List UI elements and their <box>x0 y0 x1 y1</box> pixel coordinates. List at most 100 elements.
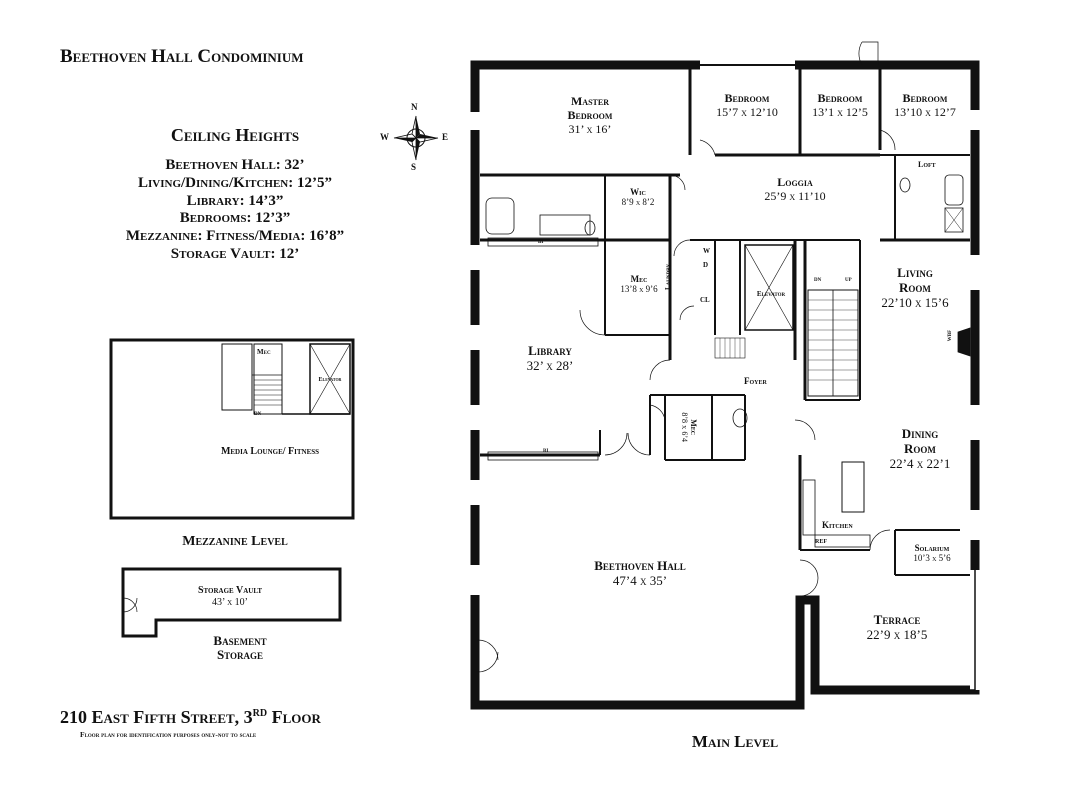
compass-star-icon <box>393 115 439 161</box>
compass-s: S <box>411 162 417 172</box>
room-library: Library 32’ x 28’ <box>500 343 600 374</box>
elevator-label: Elevator <box>756 290 786 298</box>
room-dims: 15’7 x 12’10 <box>716 104 778 119</box>
storage-vault-dims: 43’ x 10’ <box>212 596 248 608</box>
room-name: Dining <box>901 426 939 441</box>
room-dims: 13’1 x 12’5 <box>812 104 868 119</box>
room-name: Terrace <box>873 612 921 627</box>
foyer-label: Foyer <box>744 376 767 386</box>
ceiling-item: Library: 14’3” <box>186 192 284 209</box>
mezzanine-outline <box>109 338 355 520</box>
refrigerator-label: REF <box>815 539 827 545</box>
wbf-label: WBF <box>948 329 954 342</box>
room-dims: 8’9 x 8’2 <box>621 197 655 208</box>
storage-vault-outline <box>121 567 342 638</box>
room-wic: Wic 8’9 x 8’2 <box>607 187 669 208</box>
storage-vault-label: Storage Vault 43’ x 10’ <box>160 585 300 608</box>
ceiling-item: Living/Dining/Kitchen: 12’5” <box>138 174 332 191</box>
kitchen-island <box>841 461 865 513</box>
ceiling-item: Storage Vault: 12’ <box>170 245 300 262</box>
address-text: 210 East Fifth Street, 3 <box>60 707 253 727</box>
basement-storage-label: Basement Storage <box>185 634 295 661</box>
room-dims: 22’9 x 18’5 <box>866 626 928 642</box>
compass-w: W <box>380 132 389 142</box>
laundry-label: Laundry <box>664 263 672 290</box>
closet-label: CL <box>700 296 710 304</box>
room-master-bedroom: Master Bedroom 31’ x 16’ <box>540 94 640 136</box>
room-dining: Dining Room 22’4 x 22’1 <box>865 426 975 472</box>
room-name: Beethoven Hall <box>594 558 686 573</box>
room-bedroom-3: Bedroom 13’10 x 12’7 <box>880 91 970 120</box>
room-name: Wic <box>630 187 646 197</box>
room-name: Master <box>570 94 609 108</box>
main-level-outer-wall <box>470 60 980 710</box>
room-name: Bedroom <box>724 91 770 105</box>
built-in-label: BI <box>538 240 544 245</box>
page-title: Beethoven Hall Condominium <box>60 46 304 67</box>
dryer-label: D <box>703 261 709 269</box>
built-in-label: BI <box>543 449 549 454</box>
room-dims: 22’10 x 15’6 <box>881 294 949 310</box>
storage-vault-name: Storage Vault <box>197 585 263 596</box>
mezzanine-elevator-label: Elevator <box>318 377 342 383</box>
address: 210 East Fifth Street, 3RD Floor <box>60 708 420 727</box>
elevator-shaft <box>744 244 794 331</box>
mezzanine-dn-label: DN <box>254 412 262 417</box>
room-name: Solarium <box>914 543 950 553</box>
ceiling-heights-list: Beethoven Hall: 32’ Living/Dining/Kitche… <box>85 157 385 265</box>
room-name: Bedroom <box>567 107 613 122</box>
room-dims: 10’3 x 5’6 <box>913 553 951 564</box>
room-dims: 47’4 x 35’ <box>612 572 668 588</box>
stairs-up-label: UP <box>845 278 852 283</box>
room-living: Living Room 22’10 x 15’6 <box>860 265 970 311</box>
washer-label: W <box>703 247 710 255</box>
room-beethoven-hall: Beethoven Hall 47’4 x 35’ <box>560 558 720 589</box>
disclaimer: Floor plan for identification purposes o… <box>80 730 257 739</box>
mezzanine-mec-label: Mec <box>257 348 271 356</box>
room-name: Room <box>904 440 936 456</box>
basement-label-line2: Storage <box>216 646 264 662</box>
room-name: Bedroom <box>817 91 863 105</box>
room-dims: 8’8 x 6’4 <box>680 412 689 443</box>
room-bedroom-2: Bedroom 13’1 x 12’5 <box>800 91 880 120</box>
room-dims: 22’4 x 22’1 <box>889 455 951 471</box>
address-end: Floor <box>267 707 321 727</box>
compass-rose-icon: N S E W <box>380 102 452 174</box>
ceiling-heights-heading: Ceiling Heights <box>170 125 300 145</box>
room-name: Room <box>899 279 931 295</box>
room-loggia: Loggia 25’9 x 11’10 <box>745 175 845 204</box>
room-dims: 13’10 x 12’7 <box>894 104 956 119</box>
loft-label: Loft <box>918 160 936 169</box>
room-dims: 31’ x 16’ <box>568 121 612 136</box>
mezzanine-level-label: Mezzanine Level <box>182 534 288 549</box>
stairs-dn-label: DN <box>814 278 822 283</box>
room-mec-1: Mec 13’8 x 9’6 <box>608 274 670 295</box>
room-name: Mec <box>689 419 699 436</box>
room-bedroom-1: Bedroom 15’7 x 12’10 <box>697 91 797 120</box>
room-name: Loggia <box>777 175 813 189</box>
room-dims: 32’ x 28’ <box>526 357 574 373</box>
compass-n: N <box>411 102 418 112</box>
room-name: Living <box>897 265 933 280</box>
room-name: Library <box>528 343 572 358</box>
room-terrace: Terrace 22’9 x 18’5 <box>842 612 952 643</box>
room-dims: 13’8 x 9’6 <box>620 284 658 295</box>
address-sup: RD <box>252 708 268 719</box>
media-lounge-label: Media Lounge/ Fitness <box>220 446 320 457</box>
compass-e: E <box>442 132 449 142</box>
ceiling-item: Bedrooms: 12’3” <box>179 210 291 227</box>
room-name: Bedroom <box>902 91 948 105</box>
ceiling-item: Mezzanine: Fitness/Media: 16’8” <box>125 228 345 244</box>
room-name: Mec <box>630 274 648 284</box>
fireplace <box>957 327 971 357</box>
bathtub <box>485 197 515 235</box>
kitchen-label: Kitchen <box>822 520 853 530</box>
room-mec-2: Mec 8’8 x 6’4 <box>680 404 698 450</box>
room-solarium: Solarium 10’3 x 5’6 <box>897 543 967 564</box>
main-level-label: Main Level <box>691 732 779 751</box>
basement-label-line1: Basement <box>213 633 267 648</box>
room-dims: 25’9 x 11’10 <box>764 188 826 203</box>
ceiling-item: Beethoven Hall: 32’ <box>165 157 305 173</box>
